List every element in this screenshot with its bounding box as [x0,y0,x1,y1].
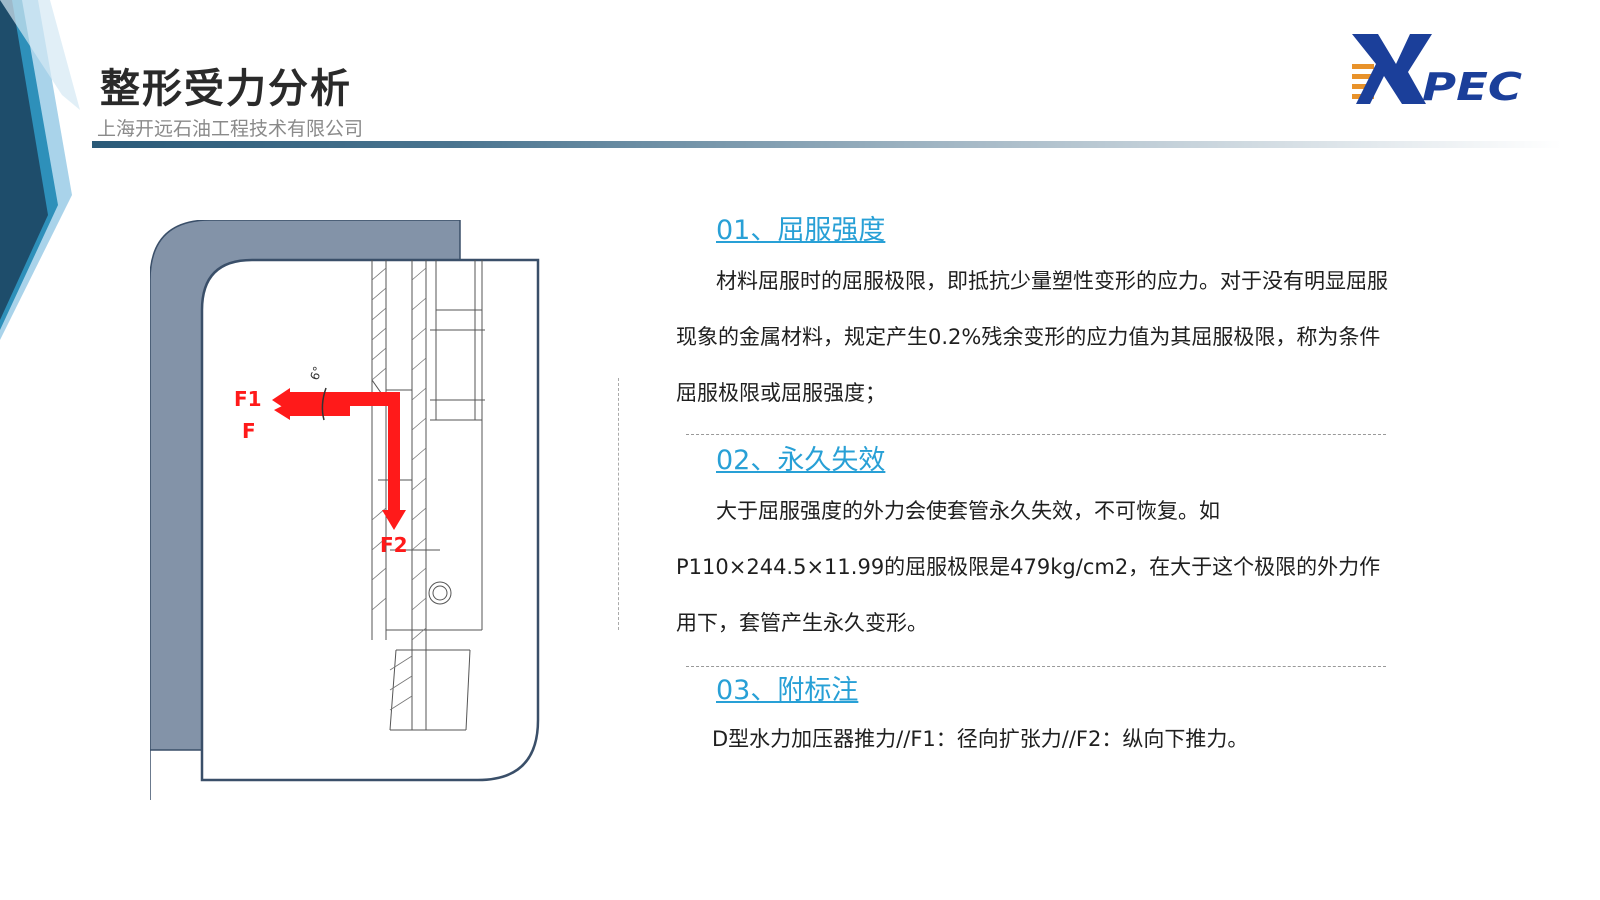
corner-decoration [0,0,80,340]
tool-drawing [371,260,485,731]
section-heading[interactable]: 02、永久失效 [716,445,886,476]
section-notes: 03、附标注 D型水力加压器推力//F1：径向扩张力//F2：纵向下推力。 [676,668,1396,753]
label-f1: F1 [234,387,262,411]
f-arrow [274,402,350,420]
section-yield-strength: 01、屈服强度 材料屈服时的屈服极限，即抵抗少量塑性变形的应力。对于没有明显屈服… [676,208,1396,421]
company-logo: PEC [1352,34,1522,106]
logo-text: PEC [1422,65,1522,106]
company-subtitle: 上海开远石油工程技术有限公司 [97,118,364,140]
page-title: 整形受力分析 [100,66,352,112]
section-text: 材料屈服时的屈服极限，即抵抗少量塑性变形的应力。对于没有明显屈服现象的金属材料，… [676,269,1388,405]
header-divider [92,141,1562,148]
front-frame [200,258,540,782]
force-analysis-figure: F1 F F2 6° [150,220,540,800]
label-f2: F2 [380,533,408,557]
angle-mark [321,387,327,421]
section-text: 大于屈服强度的外力会使套管永久失效，不可恢复。如P110×244.5×11.99… [676,499,1381,635]
section-text: D型水力加压器推力//F1：径向扩张力//F2：纵向下推力。 [712,727,1249,751]
force-arrows [272,387,406,530]
label-f: F [242,419,256,443]
section-heading[interactable]: 01、屈服强度 [716,215,886,246]
f2-arrow [382,392,406,530]
label-angle: 6° [307,364,325,382]
section-divider [686,666,1386,667]
vertical-divider [618,378,619,630]
hatching [371,267,427,711]
section-divider [686,434,1386,435]
section-permanent-failure: 02、永久失效 大于屈服强度的外力会使套管永久失效，不可恢复。如P110×244… [676,438,1396,651]
section-heading[interactable]: 03、附标注 [716,675,859,706]
